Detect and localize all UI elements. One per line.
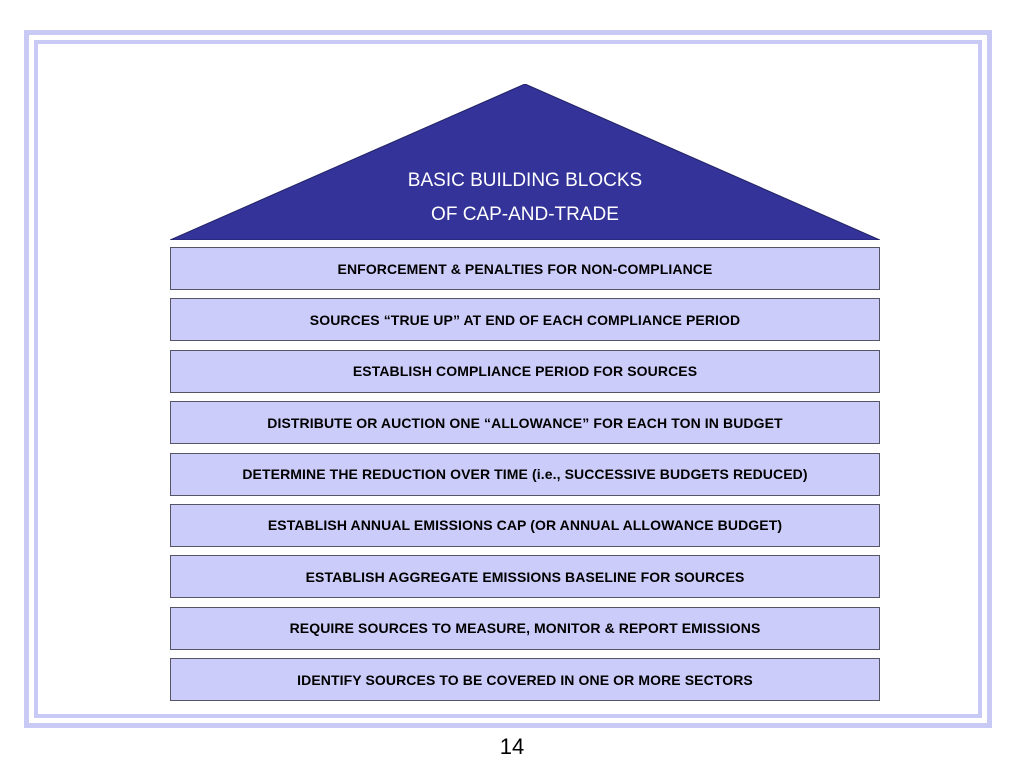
building-block: DETERMINE THE REDUCTION OVER TIME (i.e.,… [170,452,880,496]
slide-frame-inner [34,40,982,718]
building-block: ESTABLISH ANNUAL EMISSIONS CAP (OR ANNUA… [170,503,880,547]
roof-title: BASIC BUILDING BLOCKS OF CAP-AND-TRADE [170,164,880,232]
roof-title-line-2: OF CAP-AND-TRADE [431,204,619,225]
building-block: IDENTIFY SOURCES TO BE COVERED IN ONE OR… [170,658,880,702]
building-block: ESTABLISH AGGREGATE EMISSIONS BASELINE F… [170,555,880,599]
roof-shape [170,84,880,240]
building-block: ESTABLISH COMPLIANCE PERIOD FOR SOURCES [170,349,880,393]
building-block: SOURCES “TRUE UP” AT END OF EACH COMPLIA… [170,298,880,342]
building-blocks-stack: ENFORCEMENT & PENALTIES FOR NON-COMPLIAN… [170,247,880,710]
building-block: DISTRIBUTE OR AUCTION ONE “ALLOWANCE” FO… [170,401,880,445]
page-number: 14 [499,734,525,759]
roof-title-line-1: BASIC BUILDING BLOCKS [407,170,643,191]
building-block: ENFORCEMENT & PENALTIES FOR NON-COMPLIAN… [170,247,880,290]
roof-triangle [170,84,880,240]
building-block: REQUIRE SOURCES TO MEASURE, MONITOR & RE… [170,606,880,650]
